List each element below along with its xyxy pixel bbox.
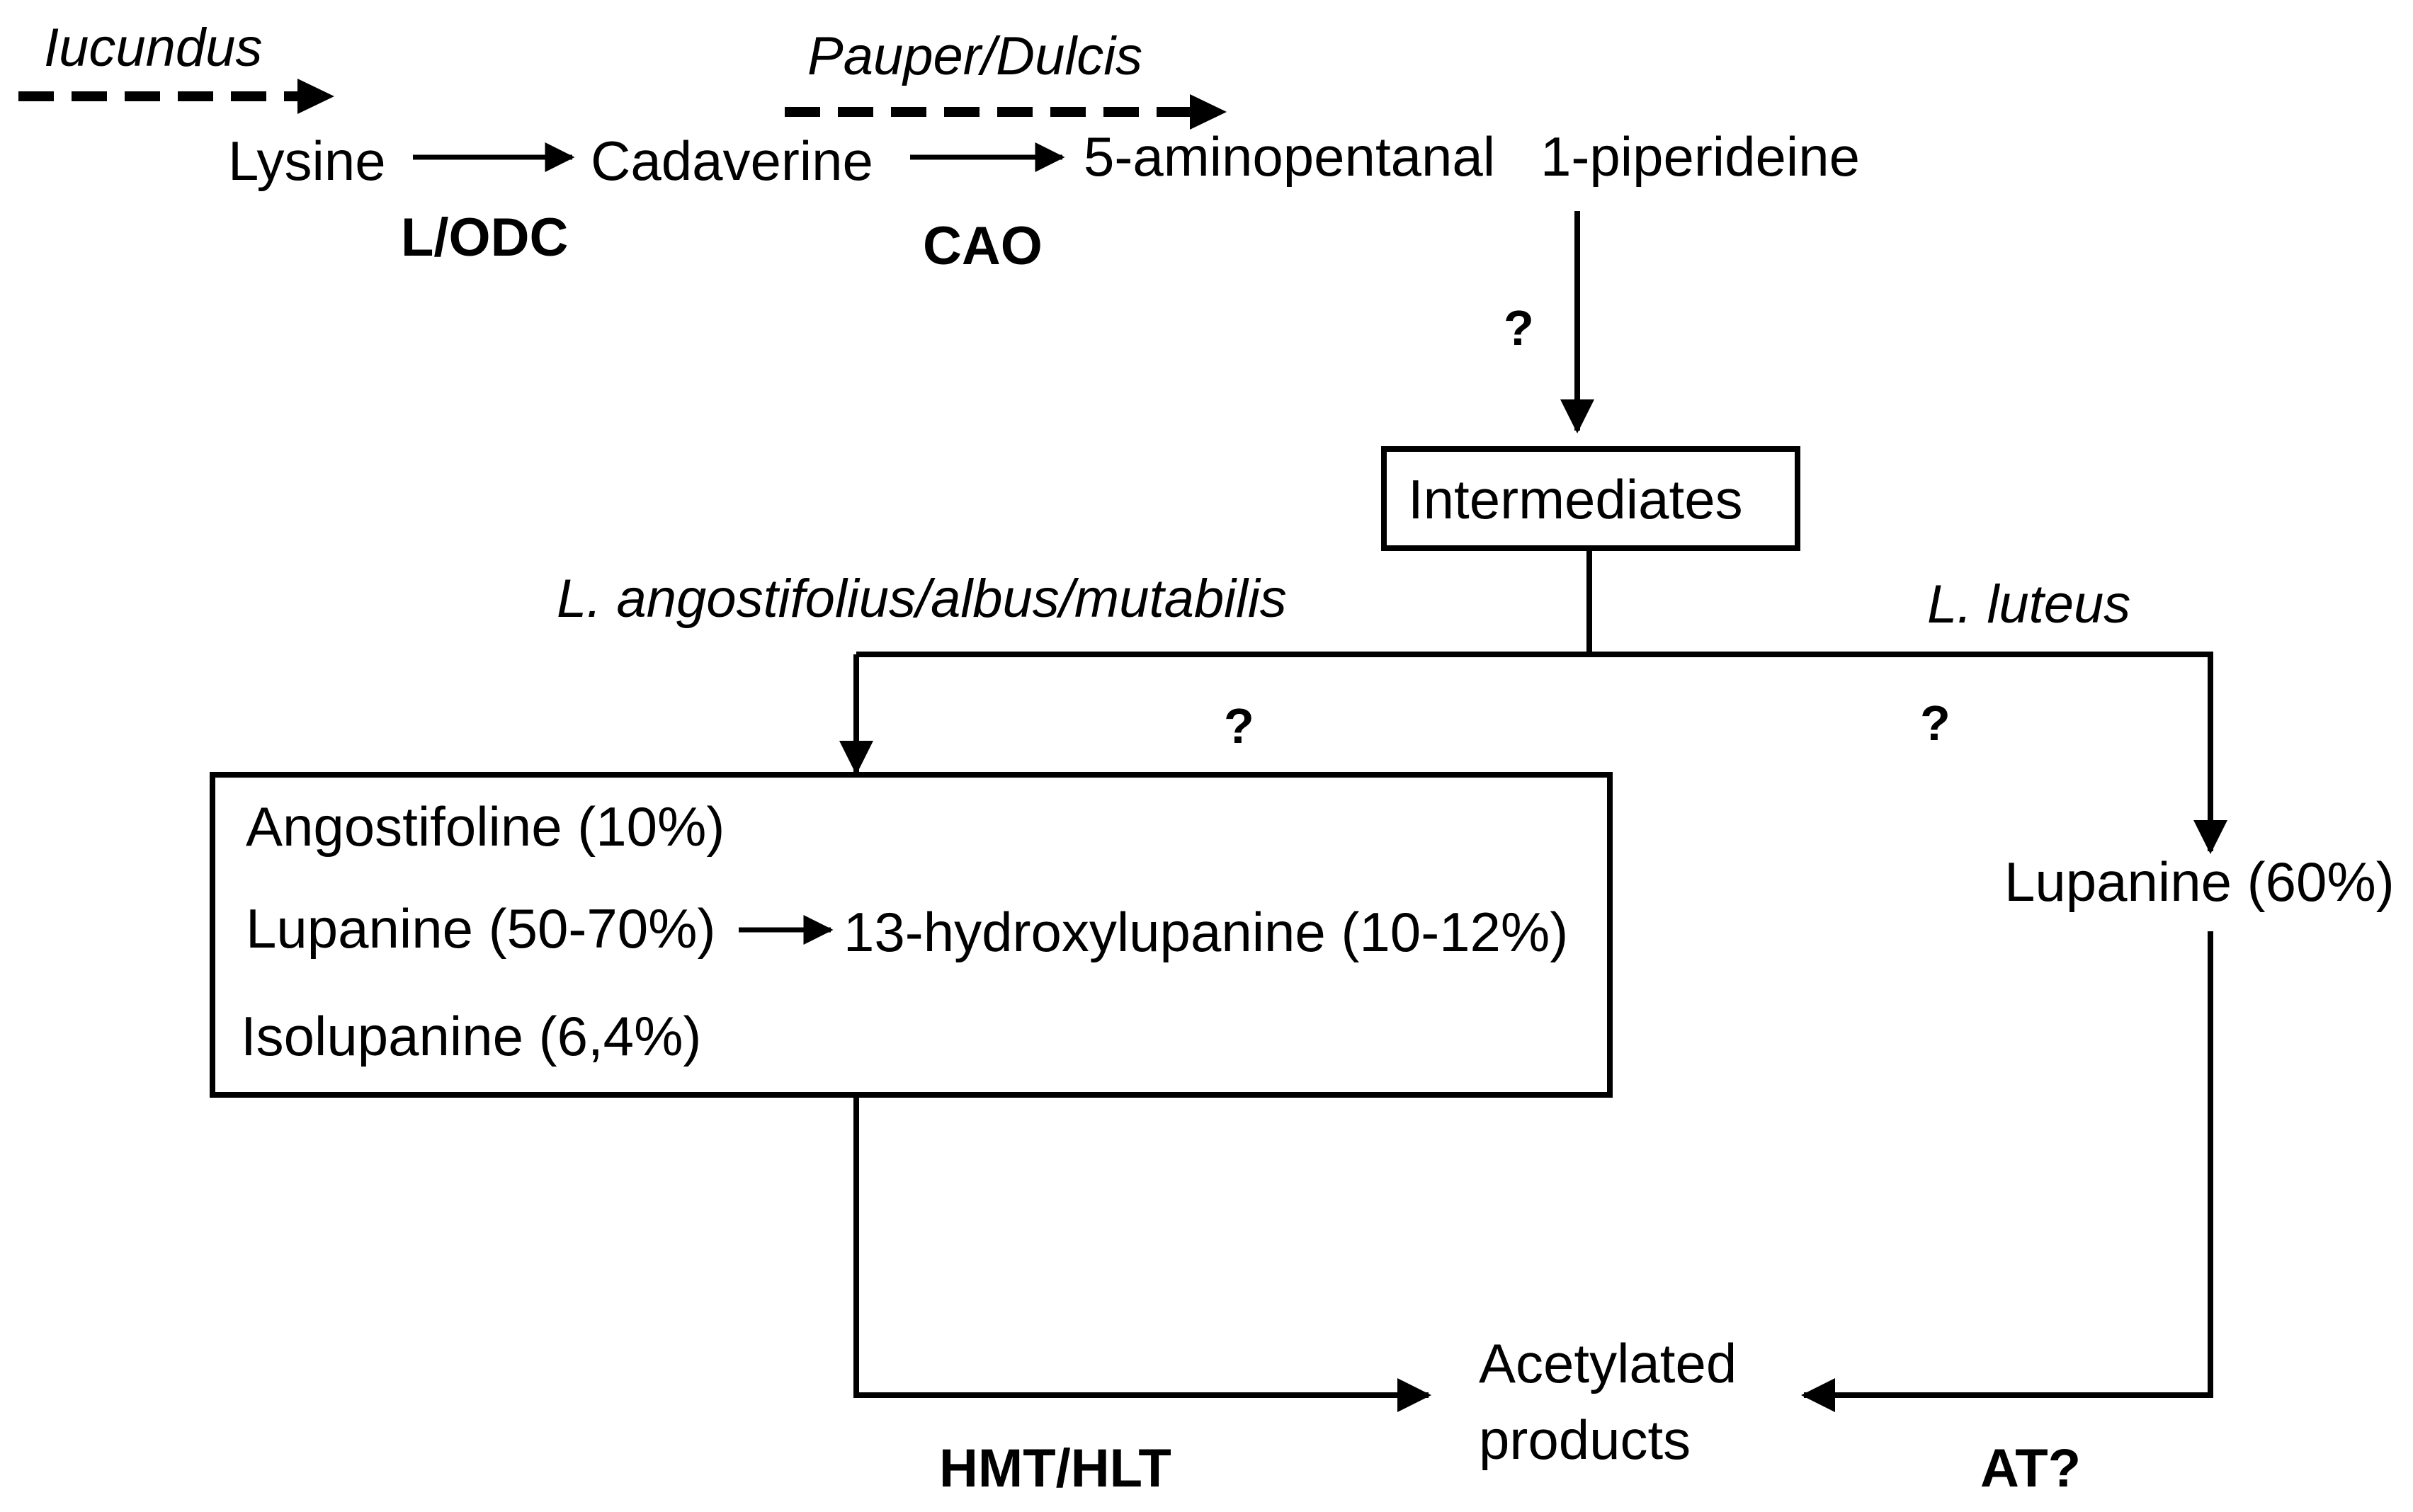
acetylated-products-line2: products [1479,1409,1691,1471]
species-right-label: L. luteus [1927,574,2131,635]
lysine-node: Lysine [228,130,386,192]
lodc-enzyme-label: L/ODC [401,208,569,268]
at-enzyme-label: AT? [1980,1438,2082,1499]
iucundus-dashed-arrowhead [297,79,334,114]
species-left-label: L. angostifolius/albus/mutabilis [557,569,1287,629]
unknown-step-right-label: ? [1920,695,1951,751]
pauper-dulcis-dashed-arrowhead [1190,94,1227,130]
lupanine-right-node: Lupanine (60%) [2004,851,2395,913]
left-to-acetylated-arrow [853,1096,1431,1412]
angostifoline-node: Angostifoline (10%) [246,795,725,858]
aminopentanal-node: 5-aminopentanal [1084,125,1496,188]
hmt-hlt-enzyme-label: HMT/HLT [939,1438,1171,1499]
unknown-step-left-label: ? [1224,698,1254,754]
hydroxylupanine-node: 13-hydroxylupanine (10-12%) [844,901,1569,963]
acetylated-products-line1: Acetylated [1479,1332,1737,1394]
unknown-step-top-label: ? [1504,300,1534,356]
piperideine-node: 1-piperideine [1540,125,1860,188]
iucundus-label: Iucundus [44,18,263,78]
cadaverine-node: Cadaverine [591,130,873,192]
alkaloid-group-box [210,772,1613,1098]
intermediates-box [1381,446,1800,551]
right-to-acetylated-arrow [1801,931,2213,1412]
intermediates-node: Intermediates [1408,468,1743,530]
pauper-dulcis-label: Pauper/Dulcis [807,26,1143,86]
isolupanine-node: Isolupanine (6,4%) [241,1005,702,1067]
cao-enzyme-label: CAO [923,216,1043,276]
lupanine-left-node: Lupanine (50-70%) [246,897,716,960]
